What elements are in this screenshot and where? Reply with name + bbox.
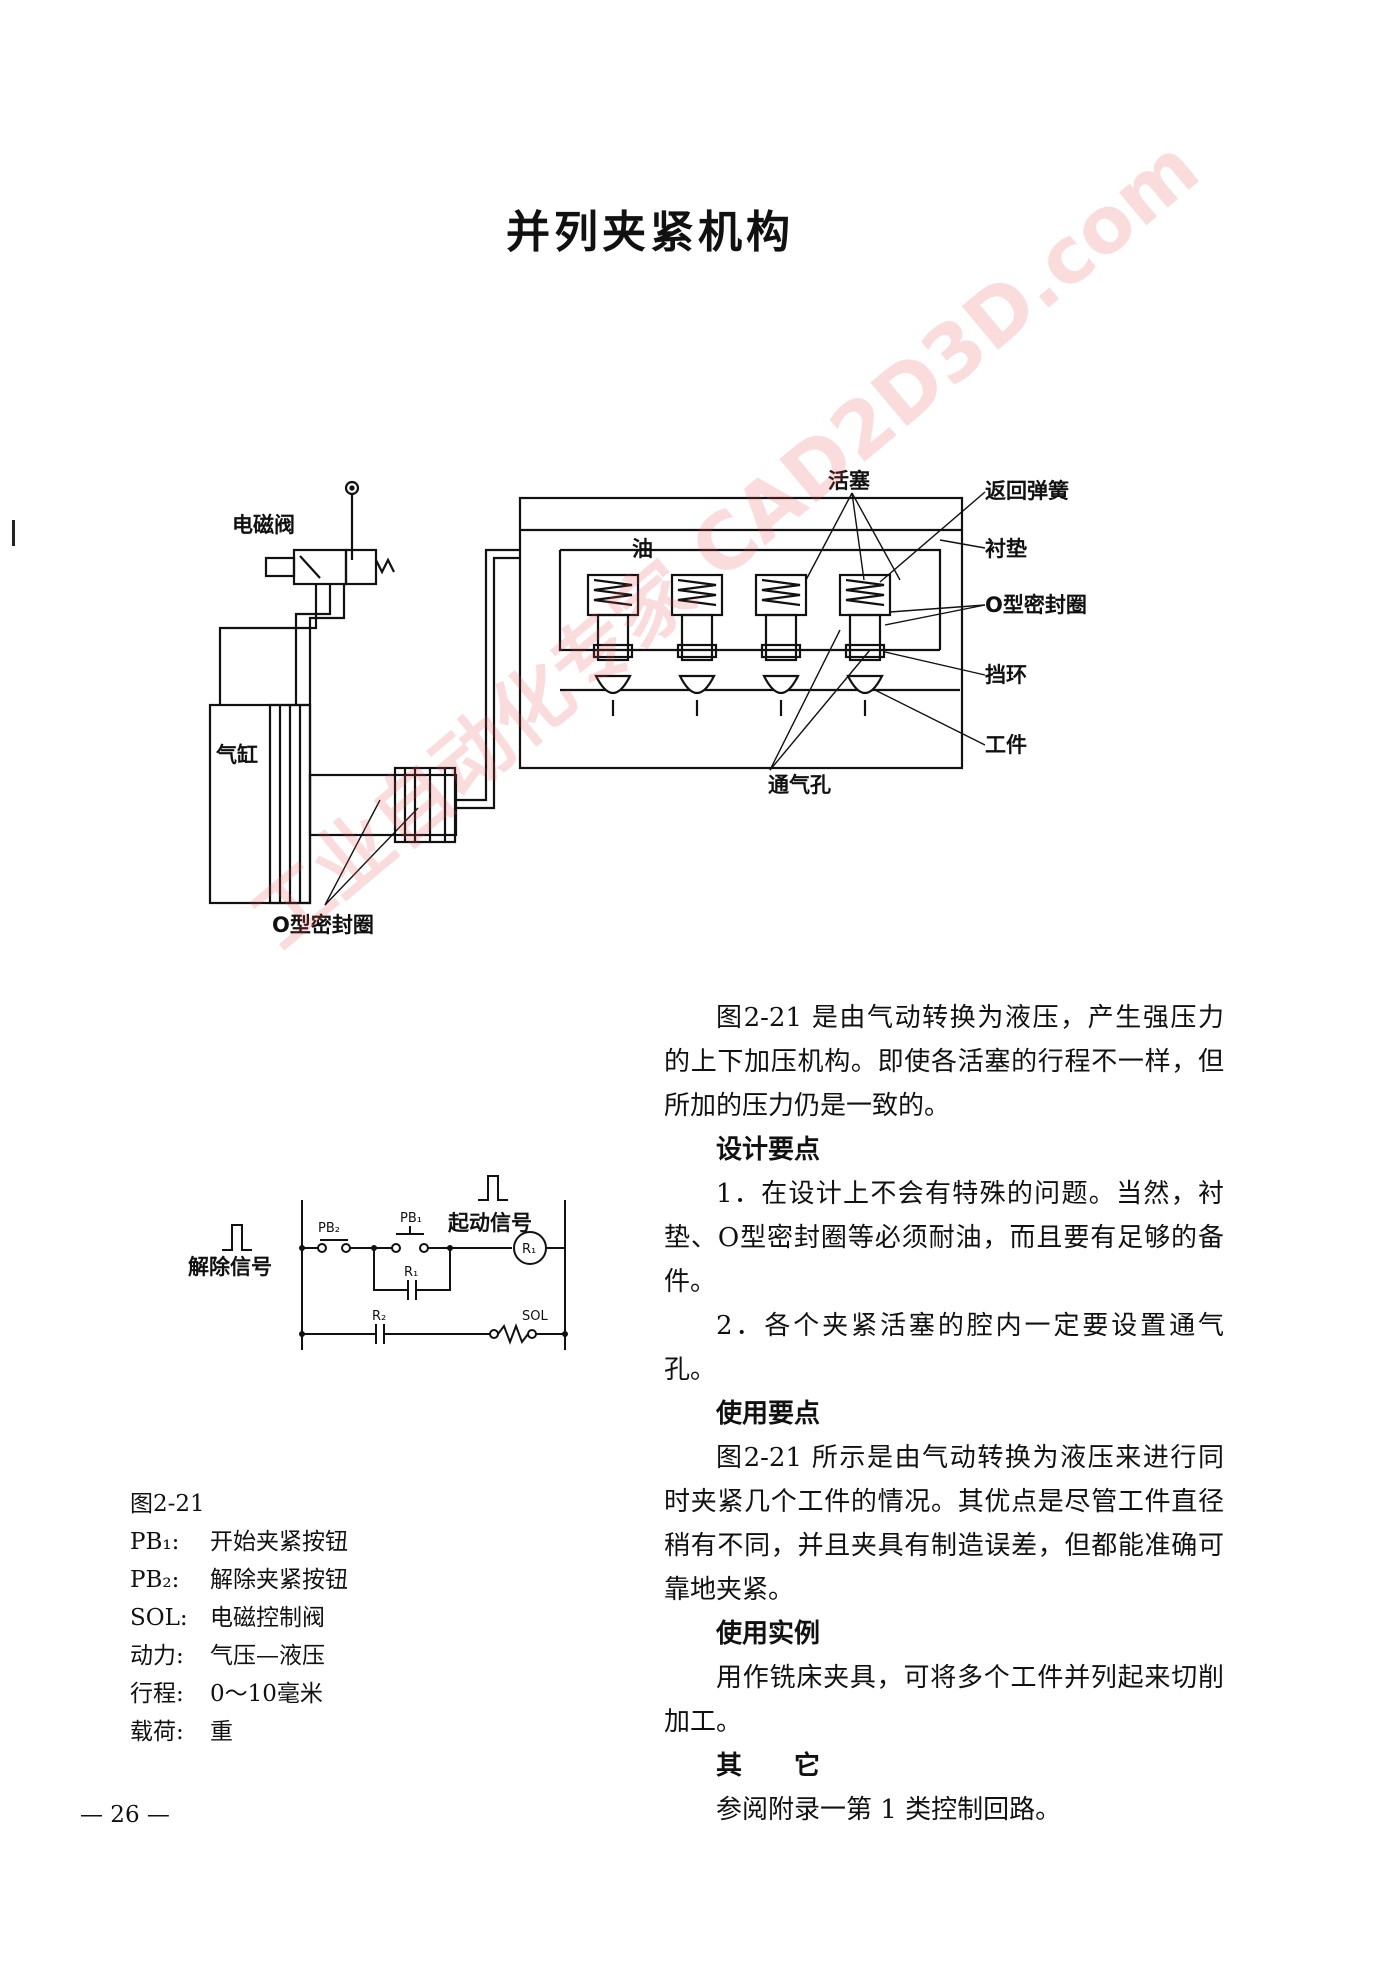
piston-4 [838,573,892,716]
intro-paragraph: 图2-21 是由气动转换为液压，产生强压力的上下加压机构。即使各活塞的行程不一样… [664,1003,1224,1121]
start-signal-pulse [478,1175,508,1201]
caption-value: 0～10毫米 [210,1681,323,1707]
label-oil: 油 [632,537,653,561]
release-signal-pulse [222,1224,252,1251]
design-point-2: 2．各个夹紧活塞的腔内一定要设置通气孔。 [664,1311,1224,1385]
piston-3 [754,573,808,716]
label-r1-coil: R₁ [522,1242,536,1257]
air-cylinder [208,703,458,905]
label-retaining-ring: 挡环 [985,663,1027,687]
control-circuit [222,1175,566,1350]
piston-2 [670,573,724,716]
label-cylinder: 气缸 [215,743,258,767]
figure-caption: 图2-21 PB₁: 开始夹紧按钮 PB₂: 解除夹紧按钮 SOL: 电磁控制阀 动力… [130,1485,348,1751]
label-piston: 活塞 [828,469,871,493]
other-paragraph: 参阅附录一第 1 类控制回路。 [716,1795,1062,1825]
example-heading: 使用实例 [716,1619,821,1649]
caption-key: PB₂: [130,1567,180,1593]
caption-key: PB₁: [130,1529,180,1555]
page-title: 并列夹紧机构 [506,207,794,258]
label-start-signal: 起动信号 [447,1211,532,1235]
caption-value: 电磁控制阀 [210,1605,325,1631]
label-return-spring: 返回弹簧 [985,479,1069,503]
caption-row: PB₂: 解除夹紧按钮 [130,1561,348,1599]
caption-row: 载荷: 重 [130,1713,348,1751]
usage-heading: 使用要点 [716,1399,821,1429]
label-r2: R₂ [372,1309,386,1324]
figure-number: 图2-21 [130,1491,205,1517]
sol-coil [497,1323,529,1345]
caption-row: SOL: 电磁控制阀 [130,1599,348,1637]
design-point-1: 1．在设计上不会有特殊的问题。当然，衬垫、O型密封圈等必须耐油，而且要有足够的备… [664,1179,1224,1297]
usage-paragraph: 图2-21 所示是由气动转换为液压来进行同时夹紧几个工件的情况。其优点是尽管工件… [664,1443,1224,1605]
caption-key: SOL: [130,1605,188,1631]
label-release-signal: 解除信号 [188,1255,272,1279]
pb1-contact-a [391,1243,401,1253]
label-liner: 衬垫 [985,537,1027,561]
solenoid-valve [264,548,395,612]
caption-key: 动力: [130,1643,184,1669]
caption-key: 行程: [130,1681,184,1707]
pb2-contact-b [341,1243,351,1253]
label-pb2: PB₂ [318,1221,340,1236]
label-workpiece: 工件 [985,733,1027,757]
page-number: — 26 — [80,1802,170,1828]
label-o-ring-right: O型密封圈 [985,593,1087,617]
body-text: 图2-21 是由气动转换为液压，产生强压力的上下加压机构。即使各活塞的行程不一样… [664,996,1224,1832]
label-solenoid-valve: 电磁阀 [232,513,295,537]
label-r1-contact: R₁ [404,1265,418,1280]
caption-value: 解除夹紧按钮 [210,1567,348,1593]
caption-value: 重 [210,1719,233,1745]
caption-row: 动力: 气压—液压 [130,1637,348,1675]
caption-row: PB₁: 开始夹紧按钮 [130,1523,348,1561]
pb2-contact-a [317,1243,327,1253]
label-o-ring-bottom: O型密封圈 [272,913,374,937]
label-vent-hole: 通气孔 [768,773,831,797]
label-pb1: PB₁ [400,1211,422,1226]
example-paragraph: 用作铣床夹具，可将多个工件并列起来切削加工。 [664,1663,1224,1737]
clamp-body [518,496,964,770]
margin-mark [12,520,15,546]
label-sol: SOL [522,1309,548,1324]
caption-value: 开始夹紧按钮 [210,1529,348,1555]
piston-1 [586,573,640,716]
design-heading: 设计要点 [716,1135,821,1165]
other-heading: 其 它 [716,1751,821,1781]
pb1-contact-b [419,1243,429,1253]
caption-key: 载荷: [130,1719,184,1745]
caption-row: 行程: 0～10毫米 [130,1675,348,1713]
caption-value: 气压—液压 [210,1643,325,1669]
